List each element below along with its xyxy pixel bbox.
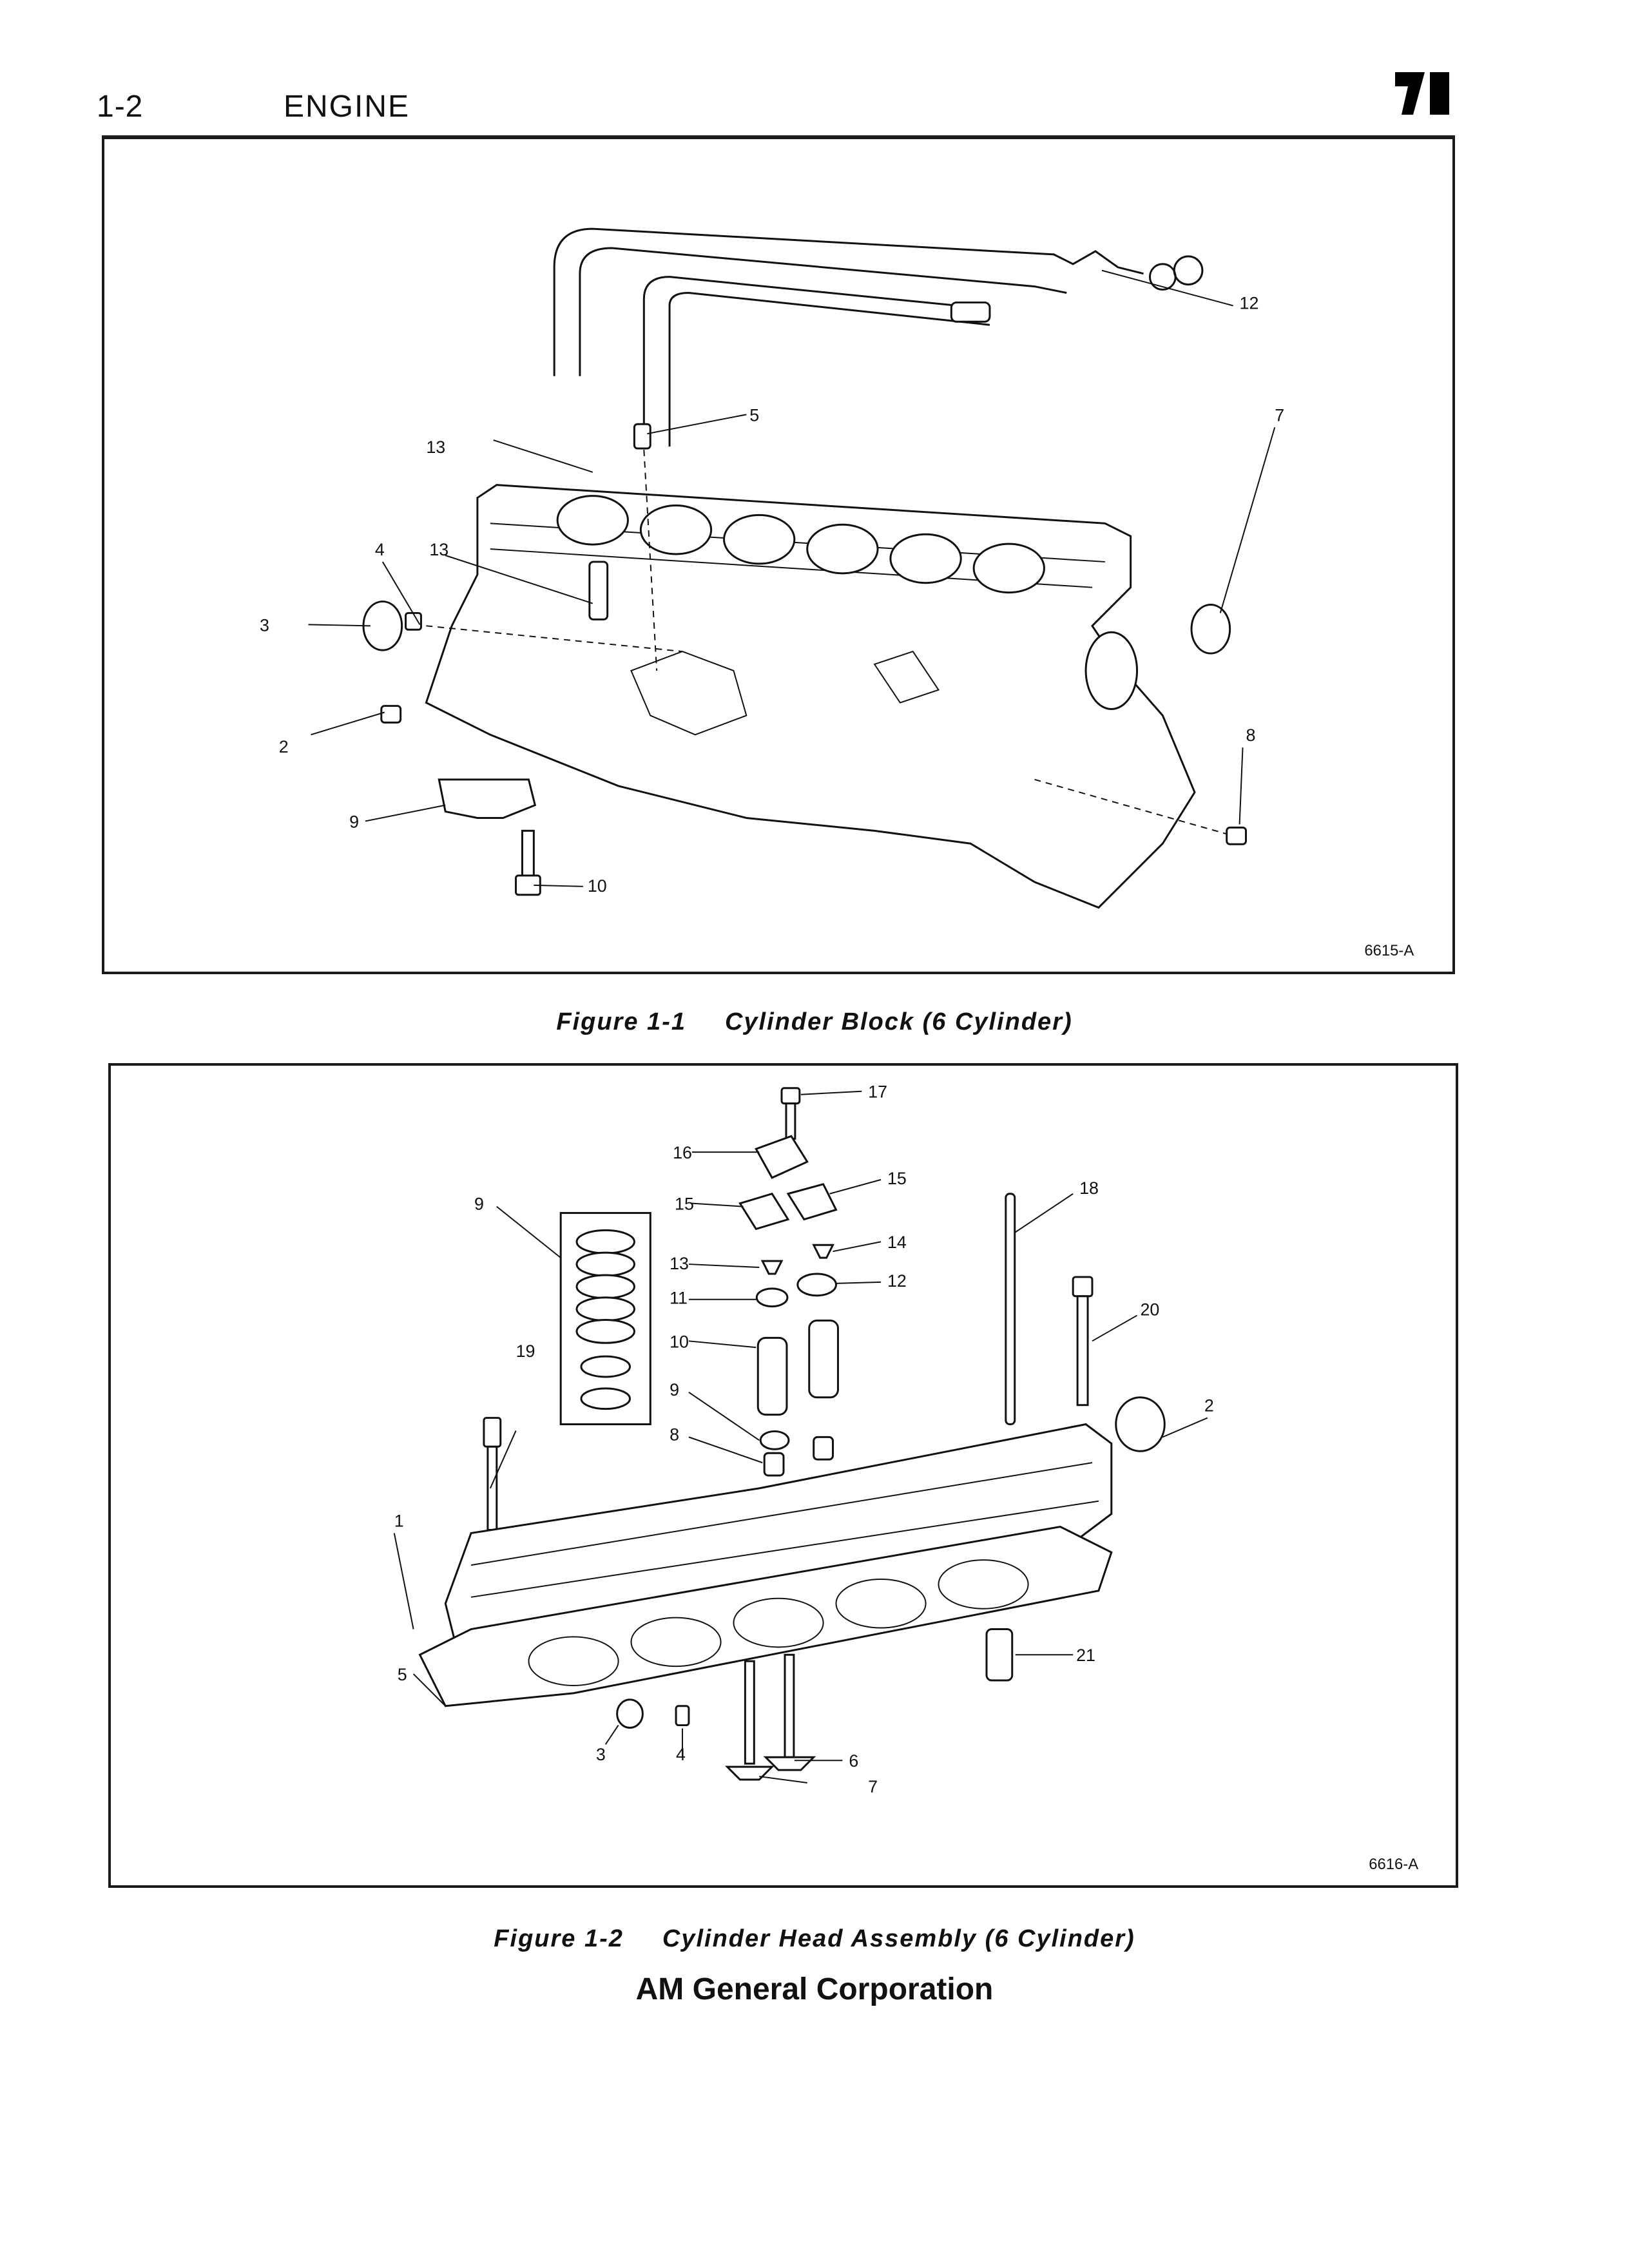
callout-9: 9 (349, 812, 359, 831)
leader-lines (308, 269, 1276, 887)
header-rule (102, 135, 1455, 137)
callout-8: 8 (1246, 726, 1256, 745)
callout-5: 5 (398, 1665, 407, 1684)
callout-16: 16 (673, 1143, 692, 1162)
publisher-name: AM General Corporation (635, 1972, 994, 2006)
dipstick-tube-drawing (553, 227, 1204, 447)
callout-11: 11 (670, 1289, 688, 1308)
callout-15a: 15 (887, 1169, 907, 1188)
caption-title: Cylinder Head Assembly (6 Cylinder) (662, 1925, 1135, 1952)
callout-11: 12 (1240, 293, 1259, 312)
block-body-drawing (425, 484, 1196, 909)
callout-3: 3 (596, 1745, 606, 1764)
callout-13: 13 (670, 1254, 689, 1273)
callout-12: 13 (426, 437, 445, 457)
callout-7: 7 (868, 1777, 878, 1796)
page-number: 1-2 (97, 90, 144, 124)
figure-cylinder-head: 17 16 15 15 9 18 14 13 12 20 11 10 19 2 … (108, 1063, 1458, 1888)
head-body-drawing (418, 1423, 1113, 1707)
callout-6: 6 (849, 1751, 858, 1771)
callout-labels: 17 16 15 15 9 18 14 13 12 20 11 10 19 2 … (394, 1082, 1418, 1873)
callout-7: 7 (1275, 405, 1284, 425)
callout-labels: 12 13 5 7 4 13 3 2 8 9 10 6615-A (260, 293, 1414, 959)
callout-10: 10 (588, 876, 607, 896)
callout-20: 20 (1141, 1300, 1160, 1320)
callout-4: 4 (375, 540, 385, 559)
callout-15b: 15 (675, 1195, 694, 1214)
callout-12: 12 (887, 1271, 907, 1291)
figure-2-caption: Figure 1-2 Cylinder Head Assembly (6 Cyli… (0, 1925, 1629, 1953)
valve-train-drawing (483, 1087, 1166, 1531)
callout-21: 21 (1076, 1646, 1095, 1665)
figure-code: 6615-A (1364, 942, 1414, 959)
leader-lines (393, 1090, 1208, 1783)
callout-4: 4 (676, 1745, 686, 1764)
section-title: ENGINE (284, 90, 410, 124)
figure-1-caption: Figure 1-1 Cylinder Block (6 Cylinder) (0, 1008, 1629, 1036)
callout-2: 2 (1204, 1396, 1214, 1416)
caption-number: Figure 1-2 (494, 1925, 624, 1952)
callout-8: 8 (670, 1425, 679, 1444)
callout-9a: 9 (474, 1195, 484, 1214)
callout-2: 2 (279, 737, 289, 756)
callout-3: 3 (260, 615, 269, 635)
lower-parts-drawing (616, 1653, 816, 1781)
loose-parts-drawing (362, 423, 1247, 896)
callout-17: 17 (868, 1082, 887, 1102)
callout-10: 10 (670, 1332, 689, 1351)
figure-cylinder-block: 12 13 5 7 4 13 3 2 8 9 10 6615-A (102, 137, 1455, 974)
callout-1: 1 (394, 1512, 404, 1531)
brand-logo-icon (1395, 72, 1449, 115)
figure-code: 6616-A (1369, 1856, 1418, 1873)
caption-number: Figure 1-1 (556, 1008, 686, 1035)
callout-18: 18 (1079, 1178, 1099, 1198)
callout-13: 13 (429, 540, 448, 559)
cylinder-block-illustration: 12 13 5 7 4 13 3 2 8 9 10 6615-A (260, 227, 1414, 959)
valve-spring-kit-drawing (575, 1229, 635, 1410)
cylinder-head-illustration: 17 16 15 15 9 18 14 13 12 20 11 10 19 2 … (393, 1082, 1418, 1873)
callout-14: 14 (887, 1233, 907, 1252)
callout-19: 19 (516, 1341, 535, 1361)
caption-title: Cylinder Block (6 Cylinder) (724, 1008, 1073, 1035)
callout-9b: 9 (670, 1380, 679, 1399)
callout-5: 5 (749, 405, 759, 425)
